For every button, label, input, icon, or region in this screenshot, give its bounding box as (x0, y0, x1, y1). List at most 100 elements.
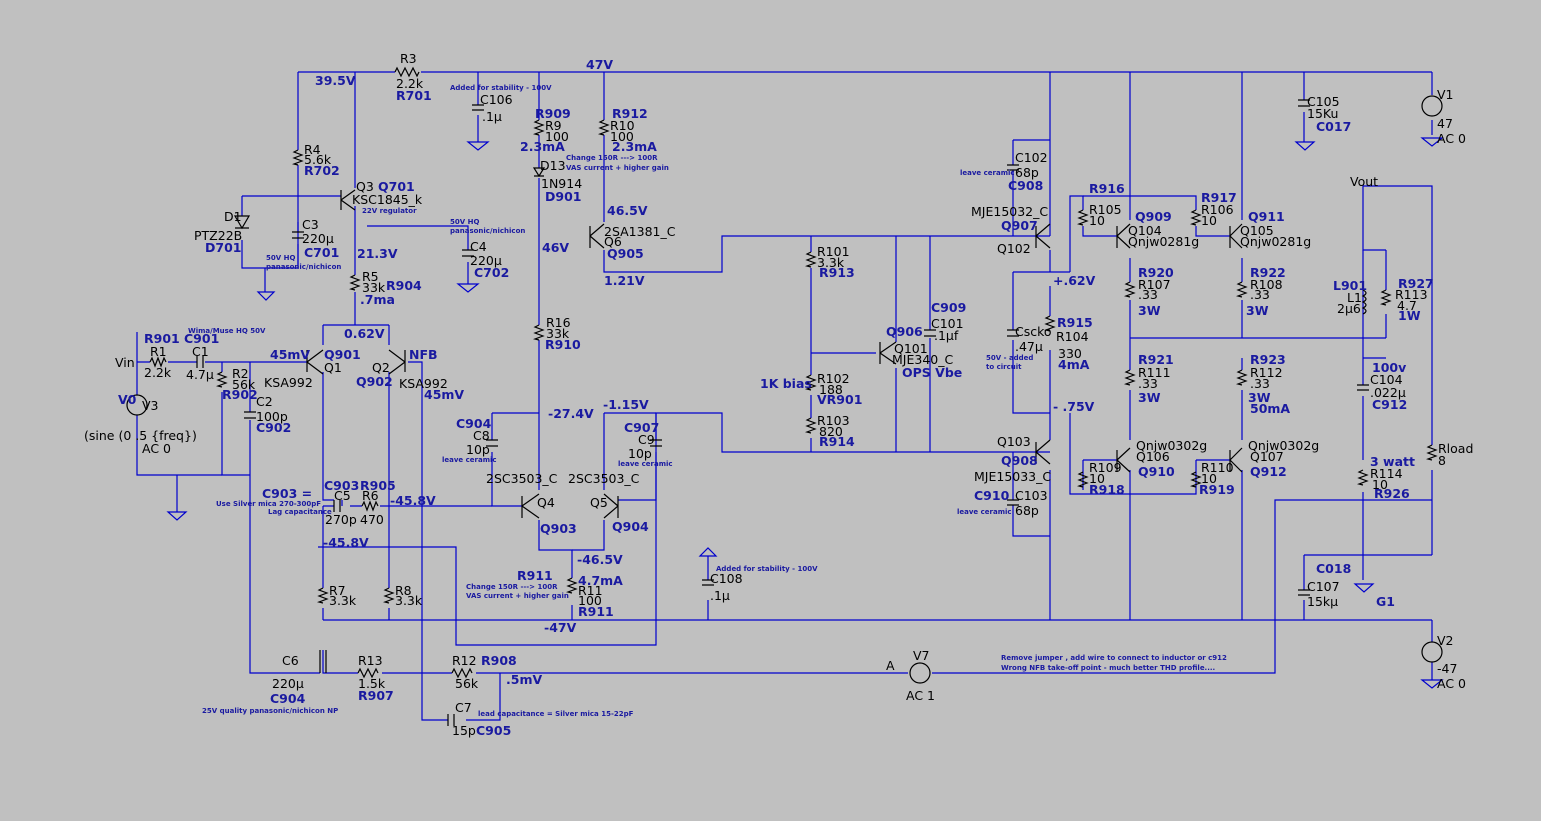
resistor-r13 (357, 667, 379, 679)
schematic-label: 220µ (272, 676, 304, 691)
schematic-label: -45.8V (323, 535, 369, 550)
schematic-label: 15p (452, 723, 476, 738)
schematic-label: 3.3k (329, 593, 357, 608)
schematic-label: V7 (913, 648, 930, 663)
schematic-label: 47V (586, 57, 613, 72)
schematic-label: Q6 (604, 234, 622, 249)
schematic-label: R5 (362, 269, 379, 284)
schematic-label: C103 (1015, 488, 1048, 503)
schematic-label: Q901 (324, 347, 361, 362)
schematic-label: 33k (362, 280, 386, 295)
schematic-label: R113 (1395, 287, 1428, 302)
schematic-label: 100 (610, 129, 634, 144)
schematic-label: 100v (1372, 360, 1406, 375)
schematic-label: 2.3mA (520, 139, 565, 154)
schematic-label: R107 (1138, 277, 1171, 292)
schematic-label: C701 (304, 245, 339, 260)
schematic-label: R917 (1201, 190, 1237, 205)
schematic-label: R4 (304, 142, 321, 157)
schematic-label: Q105 (1240, 223, 1274, 238)
schematic-label: MJE15032_C (971, 204, 1048, 219)
schematic-label: Vout (1350, 174, 1378, 189)
schematic-label: panasonic/nichicon (450, 227, 525, 235)
schematic-label: 2µ6 (1337, 301, 1361, 316)
schematic-label: 10p (628, 446, 652, 461)
schematic-label: R911 (517, 568, 553, 583)
resistor-r9 (532, 119, 545, 136)
schematic-label: Wima/Muse HQ 50V (188, 327, 266, 335)
schematic-label: V0 (118, 392, 137, 407)
schematic-label: C905 (476, 723, 511, 738)
schematic-label: 2SC3503_C (568, 471, 640, 486)
schematic-label: 470 (360, 512, 384, 527)
schematic-label: AC 0 (1437, 676, 1466, 691)
schematic-label: Q1 (324, 360, 342, 375)
schematic-label: C107 (1307, 579, 1340, 594)
schematic-label: 22V regulator (362, 207, 417, 215)
schematic-label: Q101 (894, 341, 928, 356)
resistor-r106 (1189, 209, 1202, 226)
schematic-label: D901 (545, 189, 581, 204)
schematic-label: C909 (931, 300, 966, 315)
schematic-label: C8 (473, 428, 490, 443)
resistor-r108 (1235, 281, 1248, 298)
schematic-label: 1.21V (604, 273, 645, 288)
schematic-label: C018 (1316, 561, 1351, 576)
schematic-label: 3 watt (1370, 454, 1415, 469)
resistor-r101 (804, 251, 817, 268)
source-v7 (909, 662, 931, 684)
schematic-label: PTZ22B (194, 228, 242, 243)
schematic-label: Rload (1438, 441, 1473, 456)
schematic-label: leave ceramic (618, 460, 673, 468)
schematic-label: R915 (1057, 315, 1093, 330)
capacitors (196, 99, 1369, 726)
schematic-label: (sine (0 .5 {freq}) (84, 428, 197, 443)
resistor-r2 (215, 371, 228, 388)
schematic-label: R110 (1201, 460, 1234, 475)
schematic-label: 4.7 (1397, 298, 1417, 313)
resistor-r112 (1235, 369, 1248, 386)
schematic-label: 10 (1089, 471, 1105, 486)
schematic-label: L1 (1347, 290, 1362, 305)
schematic-label: R923 (1250, 352, 1286, 367)
resistor-r8 (382, 587, 395, 604)
schematic-label: L901 (1333, 278, 1367, 293)
schematic-label: to circuit (986, 363, 1022, 371)
schematic-label: AC 1 (906, 688, 935, 703)
schematic-label: R103 (817, 413, 850, 428)
schematic-label: R2 (232, 366, 249, 381)
schematic-label: Q4 (537, 495, 555, 510)
schematic-label: R910 (545, 337, 581, 352)
schematic-label: R10 (610, 118, 635, 133)
schematic-label: 4mA (1058, 357, 1090, 372)
schematic-label: 3.3k (395, 593, 423, 608)
schematic-label: 2SA1381_C (604, 224, 676, 239)
resistor-r110 (1189, 471, 1202, 488)
schematic-label: 68p (1015, 503, 1039, 518)
schematic-label: VAS current + higher gain (566, 164, 669, 172)
schematic-label: 10p (466, 442, 490, 457)
schematic-label: Qnjw0281g (1240, 234, 1311, 249)
schematic-label: Change 150R ---> 100R (566, 154, 658, 162)
schematic-label: R909 (535, 106, 571, 121)
schematic-label: 21.3V (357, 246, 398, 261)
schematic-label: .022µ (1370, 385, 1406, 400)
schematic-label: - .75V (1053, 399, 1095, 414)
schematic-label: C101 (931, 316, 964, 331)
schematic-label: 15kµ (1307, 594, 1338, 609)
schematic-label: R701 (396, 88, 432, 103)
schematic-label: 39.5V (315, 73, 356, 88)
schematic-label: R9 (545, 118, 562, 133)
schematic-label: 25V quality panasonic/nichicon NP (202, 707, 338, 715)
schematic-label: R112 (1250, 365, 1283, 380)
schematic-label: Added for stability - 100V (716, 565, 818, 573)
schematic-label: R913 (819, 265, 855, 280)
schematic-label: C106 (480, 92, 513, 107)
schematic-label: 10 (1201, 471, 1217, 486)
schematic-label: 188 (819, 382, 843, 397)
schematic-label: 330 (1058, 346, 1082, 361)
schematic-label: Vin (115, 355, 135, 370)
schematic-label: VR901 (817, 392, 862, 407)
